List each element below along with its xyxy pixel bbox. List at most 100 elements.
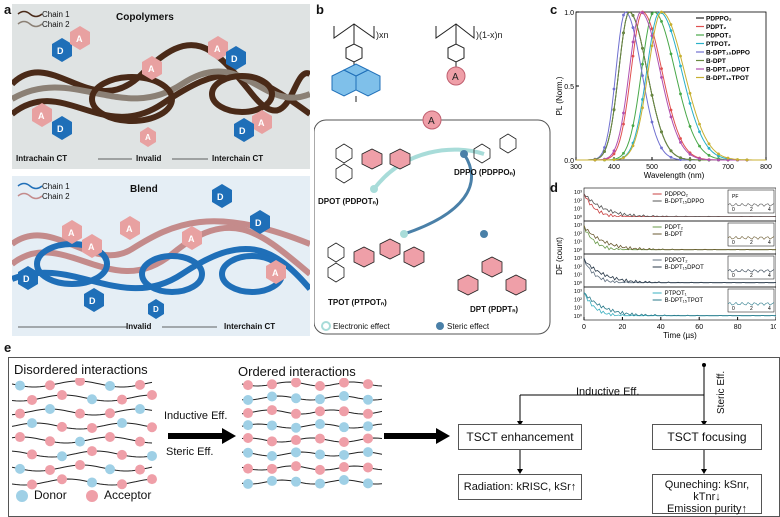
data-point [650, 27, 654, 31]
data-point [707, 142, 711, 146]
data-point [679, 140, 682, 144]
legend-label: B-DPT₁₅TPOT [665, 298, 704, 304]
data-point [698, 130, 701, 134]
acceptor-bead [15, 408, 25, 419]
steric-label: Steric Eff. [166, 446, 214, 458]
acceptor-bead [147, 474, 157, 485]
subplot-frame [583, 286, 776, 321]
acceptor-unit: A [82, 234, 102, 258]
quenching-label: Quneching: kSnr, kTnr↓ [664, 479, 750, 503]
copolymers-title: Copolymers [116, 12, 174, 23]
x-tick-label: 300 [570, 164, 582, 171]
panel-d-label: d [550, 180, 558, 195]
data-point [631, 54, 635, 58]
inset-x-tick: 0 [732, 207, 735, 213]
chain-line [241, 437, 382, 443]
acceptor-unit: A [142, 56, 162, 80]
donor-bead [57, 451, 67, 462]
series-line [576, 11, 766, 161]
legend-label: B-DPT₁₅DPPO [706, 50, 750, 57]
donor-bead [117, 418, 127, 429]
donor-bead [75, 436, 85, 447]
acceptor-bead [75, 378, 85, 387]
inset-x-tick: 0 [732, 240, 735, 246]
acceptor-marker-box-letter: A [428, 116, 435, 127]
data-point [669, 155, 673, 159]
subscript-xn: )xn [376, 30, 389, 40]
label-interchain-ct: Interchain CT [212, 154, 264, 163]
ordered-title: Ordered interactions [238, 364, 356, 379]
data-point [622, 31, 625, 35]
donor-unit: D [148, 299, 164, 319]
acceptor-bead [267, 436, 277, 447]
chain-line [241, 451, 382, 457]
panel-c-label: c [550, 2, 558, 17]
panel-a: D A A D A A A D A D A A A D D A A D D D [12, 4, 310, 336]
donor-bead [267, 450, 277, 461]
donor-bead [315, 449, 325, 460]
chain-line [241, 395, 382, 401]
donor-bead [267, 475, 277, 486]
acceptor-bead [363, 433, 373, 444]
acceptor-bead [363, 379, 373, 390]
inset-frame [727, 288, 775, 313]
legend-label: PTPOT₁ [665, 291, 687, 297]
donor-bead [15, 463, 25, 474]
y-axis-label: DF (count) [555, 237, 564, 275]
acceptor-bead [117, 394, 127, 405]
y-tick-label: 10⁰ [574, 214, 583, 221]
acceptor-bead [57, 474, 67, 485]
data-point [593, 158, 597, 162]
legend-chain1: Chain 1 [42, 182, 70, 191]
y-tick-label: 10¹ [574, 306, 582, 312]
y-tick-label: 10⁰ [574, 313, 583, 320]
data-point [612, 108, 616, 112]
chain-loop [89, 74, 175, 124]
acceptor-bead [267, 463, 277, 474]
electronic-arc [372, 147, 485, 191]
donor-legend-dot [16, 490, 28, 502]
x-tick-label: 20 [619, 324, 627, 331]
label-invalid-blend: Invalid [126, 322, 152, 331]
panel-a-label: a [4, 2, 12, 17]
acceptor-bead [243, 463, 253, 474]
data-point [679, 137, 682, 140]
arrow-right-icon [384, 428, 450, 444]
svg-text:D: D [57, 46, 64, 56]
acceptor-marker [446, 66, 466, 86]
panel-e-label: e [4, 340, 12, 355]
x-tick-label: 40 [657, 324, 665, 331]
acceptor-bead [291, 435, 301, 446]
y-tick-label: 10² [574, 231, 582, 237]
acceptor-bead [267, 405, 277, 416]
quenching-box: Quneching: kSnr, kTnr↓ Emission purity↑ [652, 474, 762, 515]
acceptor-bead [45, 380, 55, 391]
acceptor-bead [267, 379, 277, 390]
svg-text:A: A [88, 242, 95, 252]
data-point [612, 152, 616, 156]
series-line [576, 11, 766, 161]
chain-line [241, 465, 382, 471]
donor-bead [87, 477, 97, 488]
data-point [679, 156, 682, 160]
x-axis-label: Time (µs) [663, 331, 697, 340]
data-point [603, 158, 606, 162]
y-tick-label: 10⁰ [574, 247, 583, 254]
acceptor-unit: A [208, 36, 228, 60]
acceptor-bead [339, 436, 349, 447]
y-tick-label: 10³ [574, 256, 582, 262]
donor-bead [267, 391, 277, 402]
data-point [650, 12, 654, 16]
legend-label: PDPOT₂ [665, 258, 689, 264]
acceptor-bead [87, 422, 97, 433]
chain1-legend-line [17, 182, 43, 190]
acceptor-bead [243, 433, 253, 444]
svg-text:D: D [231, 54, 238, 64]
x-axis-label: Wavelength (nm) [644, 171, 705, 180]
y-tick-label: 10⁰ [574, 280, 583, 287]
acceptor-unit: A [140, 127, 156, 147]
acceptor-bead [105, 432, 115, 443]
acceptor-bead [27, 449, 37, 460]
data-point [660, 10, 663, 14]
